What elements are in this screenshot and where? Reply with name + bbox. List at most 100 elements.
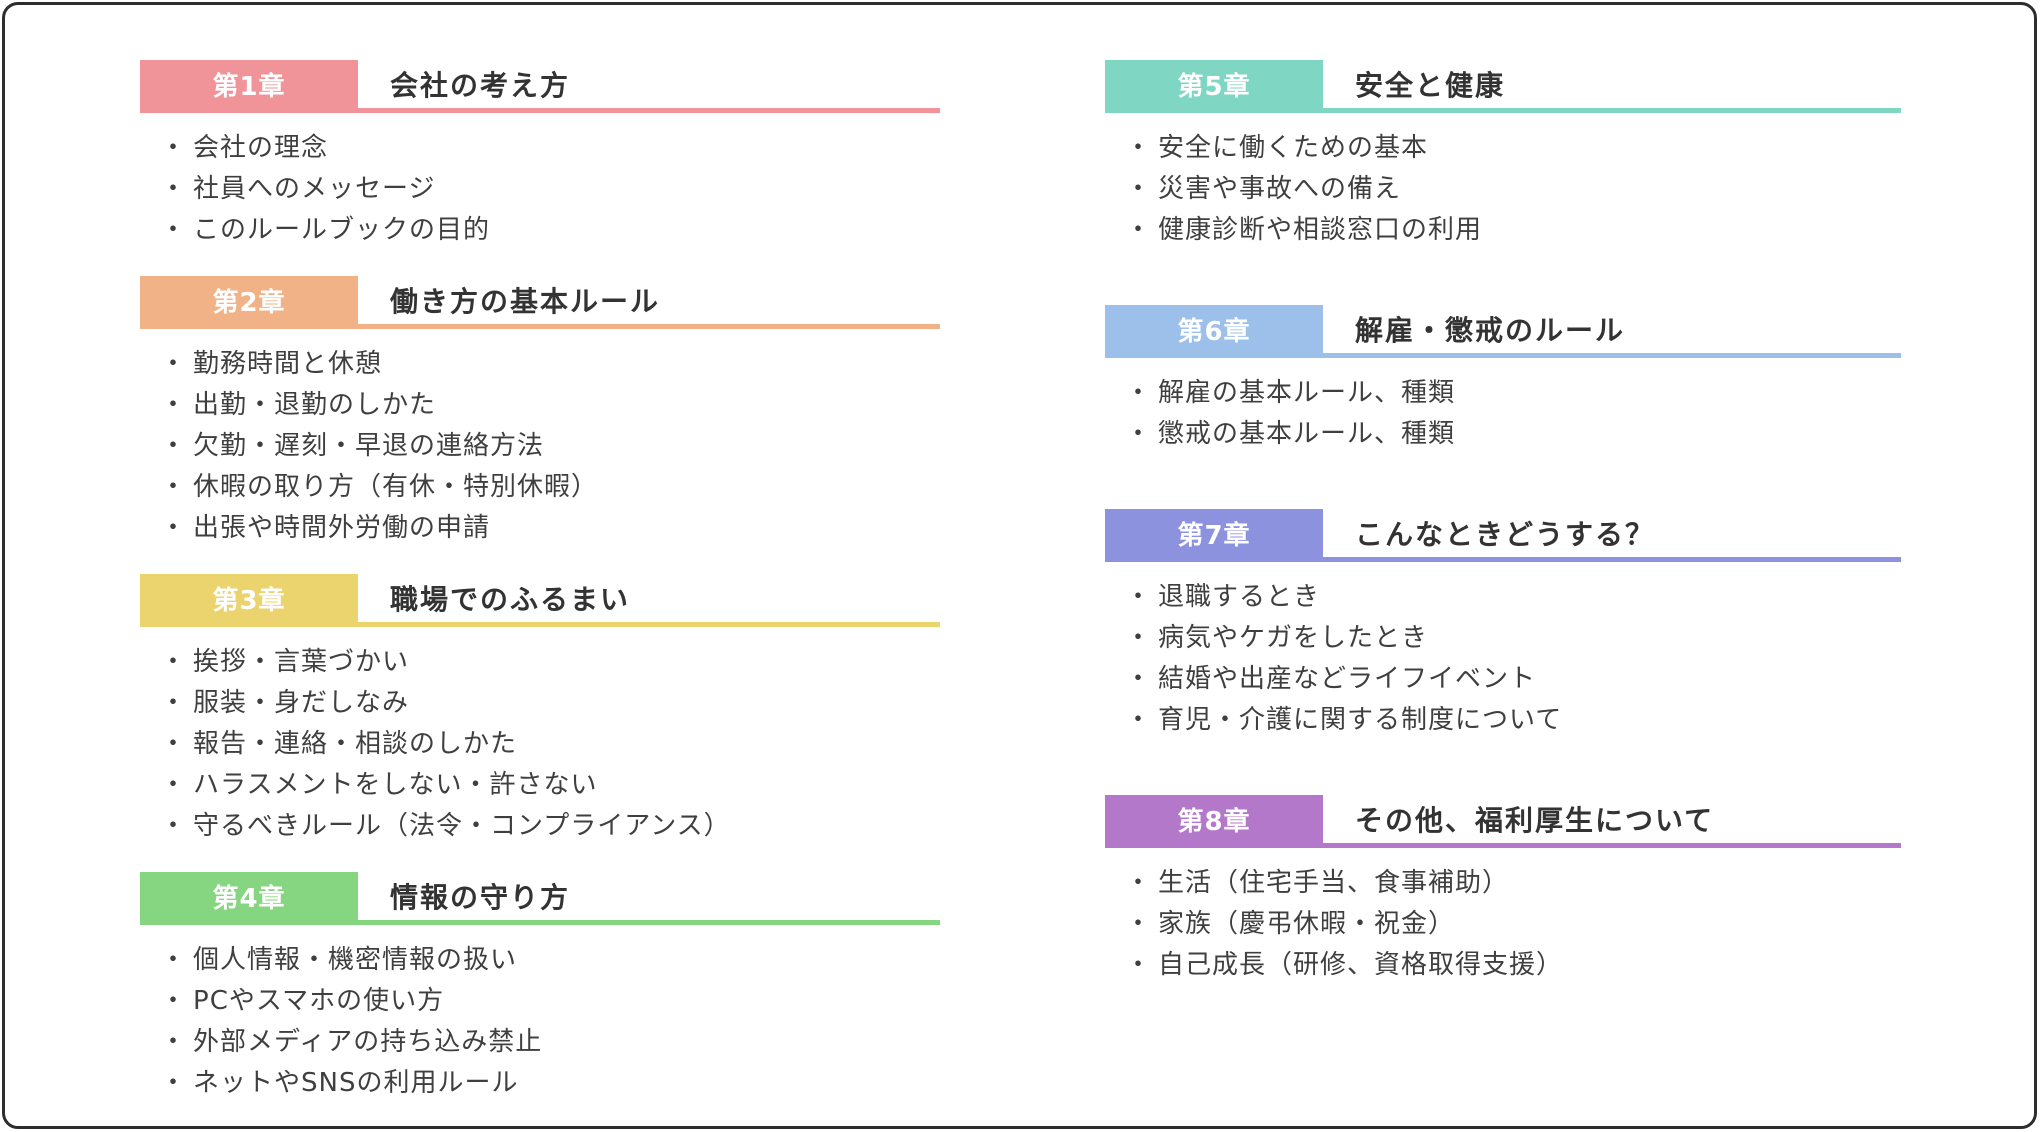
chapter-badge: 第7章	[1105, 509, 1323, 557]
bullet-icon: ・	[1125, 419, 1153, 449]
chapter-item: ・ 育児・介護に関する制度について	[1125, 697, 1901, 738]
chapter-item: ・ 懲戒の基本ルール、種類	[1125, 411, 1901, 452]
bullet-icon: ・	[1125, 950, 1153, 980]
chapter-title: こんなときどうする？	[1355, 518, 1656, 551]
toc-column-right: 第5章 安全と健康 ・ 安全に働くための基本 ・ 災害や事故への備え ・ 健康診…	[1105, 60, 1901, 1040]
chapter-item: ・ 休暇の取り方（有休・特別休暇）	[160, 464, 940, 505]
chapter-item-label: 休暇の取り方（有休・特別休暇）	[193, 472, 599, 502]
chapter-header: 第3章 職場でのふるまい	[140, 574, 940, 627]
chapter-section: 第6章 解雇・懲戒のルール ・ 解雇の基本ルール、種類 ・ 懲戒の基本ルール、種…	[1105, 305, 1901, 452]
toc-column-left: 第1章 会社の考え方 ・ 会社の理念 ・ 社員へのメッセージ ・ このルールブッ…	[140, 60, 940, 1129]
chapter-item-label: 服装・身だしなみ	[193, 688, 410, 718]
chapter-section: 第3章 職場でのふるまい ・ 挨拶・言葉づかい ・ 服装・身だしなみ ・ 報告・…	[140, 574, 940, 844]
bullet-icon: ・	[160, 390, 188, 420]
chapter-item: ・ このルールブックの目的	[160, 207, 940, 248]
chapter-item: ・ 家族（慶弔休暇・祝金）	[1125, 901, 1901, 942]
bullet-icon: ・	[160, 647, 188, 677]
chapter-item-label: 勤務時間と休憩	[193, 349, 383, 379]
chapter-item-label: 安全に働くための基本	[1158, 133, 1429, 163]
bullet-icon: ・	[160, 1027, 188, 1057]
chapter-header: 第5章 安全と健康	[1105, 60, 1901, 113]
chapter-header: 第2章 働き方の基本ルール	[140, 276, 940, 329]
chapter-item-label: 報告・連絡・相談のしかた	[193, 729, 518, 759]
chapter-item-list: ・ 生活（住宅手当、食事補助） ・ 家族（慶弔休暇・祝金） ・ 自己成長（研修、…	[1105, 860, 1901, 983]
bullet-icon: ・	[160, 811, 188, 841]
chapter-item-label: 会社の理念	[193, 133, 329, 163]
chapter-item-list: ・ 会社の理念 ・ 社員へのメッセージ ・ このルールブックの目的	[140, 125, 940, 248]
chapter-item: ・ 外部メディアの持ち込み禁止	[160, 1019, 940, 1060]
chapter-item-list: ・ 勤務時間と休憩 ・ 出勤・退勤のしかた ・ 欠勤・遅刻・早退の連絡方法 ・ …	[140, 341, 940, 546]
chapter-item: ・ 挨拶・言葉づかい	[160, 639, 940, 680]
bullet-icon: ・	[1125, 133, 1153, 163]
bullet-icon: ・	[1125, 705, 1153, 735]
bullet-icon: ・	[1125, 378, 1153, 408]
chapter-item-label: 災害や事故への備え	[1158, 174, 1402, 204]
bullet-icon: ・	[160, 945, 188, 975]
chapter-item-label: 自己成長（研修、資格取得支援）	[1158, 950, 1564, 980]
bullet-icon: ・	[160, 215, 188, 245]
chapter-item-label: 健康診断や相談窓口の利用	[1158, 215, 1483, 245]
chapter-title: その他、福利厚生について	[1355, 804, 1715, 837]
chapter-section: 第8章 その他、福利厚生について ・ 生活（住宅手当、食事補助） ・ 家族（慶弔…	[1105, 795, 1901, 983]
bullet-icon: ・	[160, 431, 188, 461]
bullet-icon: ・	[160, 513, 188, 543]
chapter-item-label: ネットやSNSの利用ルール	[193, 1068, 519, 1098]
chapter-header: 第7章 こんなときどうする？	[1105, 509, 1901, 562]
chapter-item-label: 挨拶・言葉づかい	[193, 647, 410, 677]
chapter-item: ・ 病気やケガをしたとき	[1125, 615, 1901, 656]
chapter-item-label: 出勤・退勤のしかた	[193, 390, 437, 420]
chapter-title: 会社の考え方	[390, 69, 571, 102]
chapter-badge: 第6章	[1105, 305, 1323, 353]
chapter-item: ・ 社員へのメッセージ	[160, 166, 940, 207]
chapter-item-label: 欠勤・遅刻・早退の連絡方法	[193, 431, 545, 461]
chapter-item: ・ 災害や事故への備え	[1125, 166, 1901, 207]
chapter-item-label: 解雇の基本ルール、種類	[1158, 378, 1456, 408]
chapter-badge: 第8章	[1105, 795, 1323, 843]
chapter-item: ・ 守るべきルール（法令・コンプライアンス）	[160, 803, 940, 844]
chapter-item-list: ・ 退職するとき ・ 病気やケガをしたとき ・ 結婚や出産などライフイベント ・…	[1105, 574, 1901, 738]
chapter-item: ・ 服装・身だしなみ	[160, 680, 940, 721]
chapter-item-list: ・ 安全に働くための基本 ・ 災害や事故への備え ・ 健康診断や相談窓口の利用	[1105, 125, 1901, 248]
chapter-header: 第4章 情報の守り方	[140, 872, 940, 925]
chapter-title: 安全と健康	[1355, 69, 1506, 102]
chapter-item-list: ・ 挨拶・言葉づかい ・ 服装・身だしなみ ・ 報告・連絡・相談のしかた ・ ハ…	[140, 639, 940, 844]
chapter-item-label: 家族（慶弔休暇・祝金）	[1158, 909, 1456, 939]
chapter-item-label: 守るべきルール（法令・コンプライアンス）	[193, 811, 731, 841]
chapter-badge: 第4章	[140, 872, 358, 920]
chapter-section: 第2章 働き方の基本ルール ・ 勤務時間と休憩 ・ 出勤・退勤のしかた ・ 欠勤…	[140, 276, 940, 546]
chapter-item: ・ 安全に働くための基本	[1125, 125, 1901, 166]
chapter-badge: 第3章	[140, 574, 358, 622]
chapter-item-label: ハラスメントをしない・許さない	[193, 770, 598, 800]
chapter-header: 第6章 解雇・懲戒のルール	[1105, 305, 1901, 358]
bullet-icon: ・	[160, 986, 188, 1016]
chapter-badge: 第5章	[1105, 60, 1323, 108]
chapter-section: 第1章 会社の考え方 ・ 会社の理念 ・ 社員へのメッセージ ・ このルールブッ…	[140, 60, 940, 248]
chapter-item-label: PCやスマホの使い方	[193, 986, 445, 1016]
chapter-item-label: 病気やケガをしたとき	[1158, 623, 1429, 653]
chapter-badge: 第2章	[140, 276, 358, 324]
chapter-item: ・ 健康診断や相談窓口の利用	[1125, 207, 1901, 248]
bullet-icon: ・	[1125, 215, 1153, 245]
chapter-title: 職場でのふるまい	[390, 583, 631, 616]
chapter-item: ・ 個人情報・機密情報の扱い	[160, 937, 940, 978]
chapter-title: 解雇・懲戒のルール	[1355, 314, 1626, 347]
chapter-item-label: 懲戒の基本ルール、種類	[1158, 419, 1456, 449]
chapter-section: 第5章 安全と健康 ・ 安全に働くための基本 ・ 災害や事故への備え ・ 健康診…	[1105, 60, 1901, 248]
chapter-item-label: 個人情報・機密情報の扱い	[193, 945, 518, 975]
chapter-item: ・ 生活（住宅手当、食事補助）	[1125, 860, 1901, 901]
bullet-icon: ・	[160, 133, 188, 163]
chapter-item: ・ 自己成長（研修、資格取得支援）	[1125, 942, 1901, 983]
bullet-icon: ・	[160, 472, 188, 502]
chapter-item: ・ 報告・連絡・相談のしかた	[160, 721, 940, 762]
bullet-icon: ・	[1125, 909, 1153, 939]
bullet-icon: ・	[1125, 174, 1153, 204]
chapter-section: 第7章 こんなときどうする？ ・ 退職するとき ・ 病気やケガをしたとき ・ 結…	[1105, 509, 1901, 738]
bullet-icon: ・	[160, 1068, 188, 1098]
chapter-item-label: 社員へのメッセージ	[193, 174, 436, 204]
bullet-icon: ・	[160, 349, 188, 379]
bullet-icon: ・	[160, 729, 188, 759]
chapter-item: ・ ハラスメントをしない・許さない	[160, 762, 940, 803]
bullet-icon: ・	[160, 770, 188, 800]
chapter-item: ・ 欠勤・遅刻・早退の連絡方法	[160, 423, 940, 464]
bullet-icon: ・	[1125, 868, 1153, 898]
